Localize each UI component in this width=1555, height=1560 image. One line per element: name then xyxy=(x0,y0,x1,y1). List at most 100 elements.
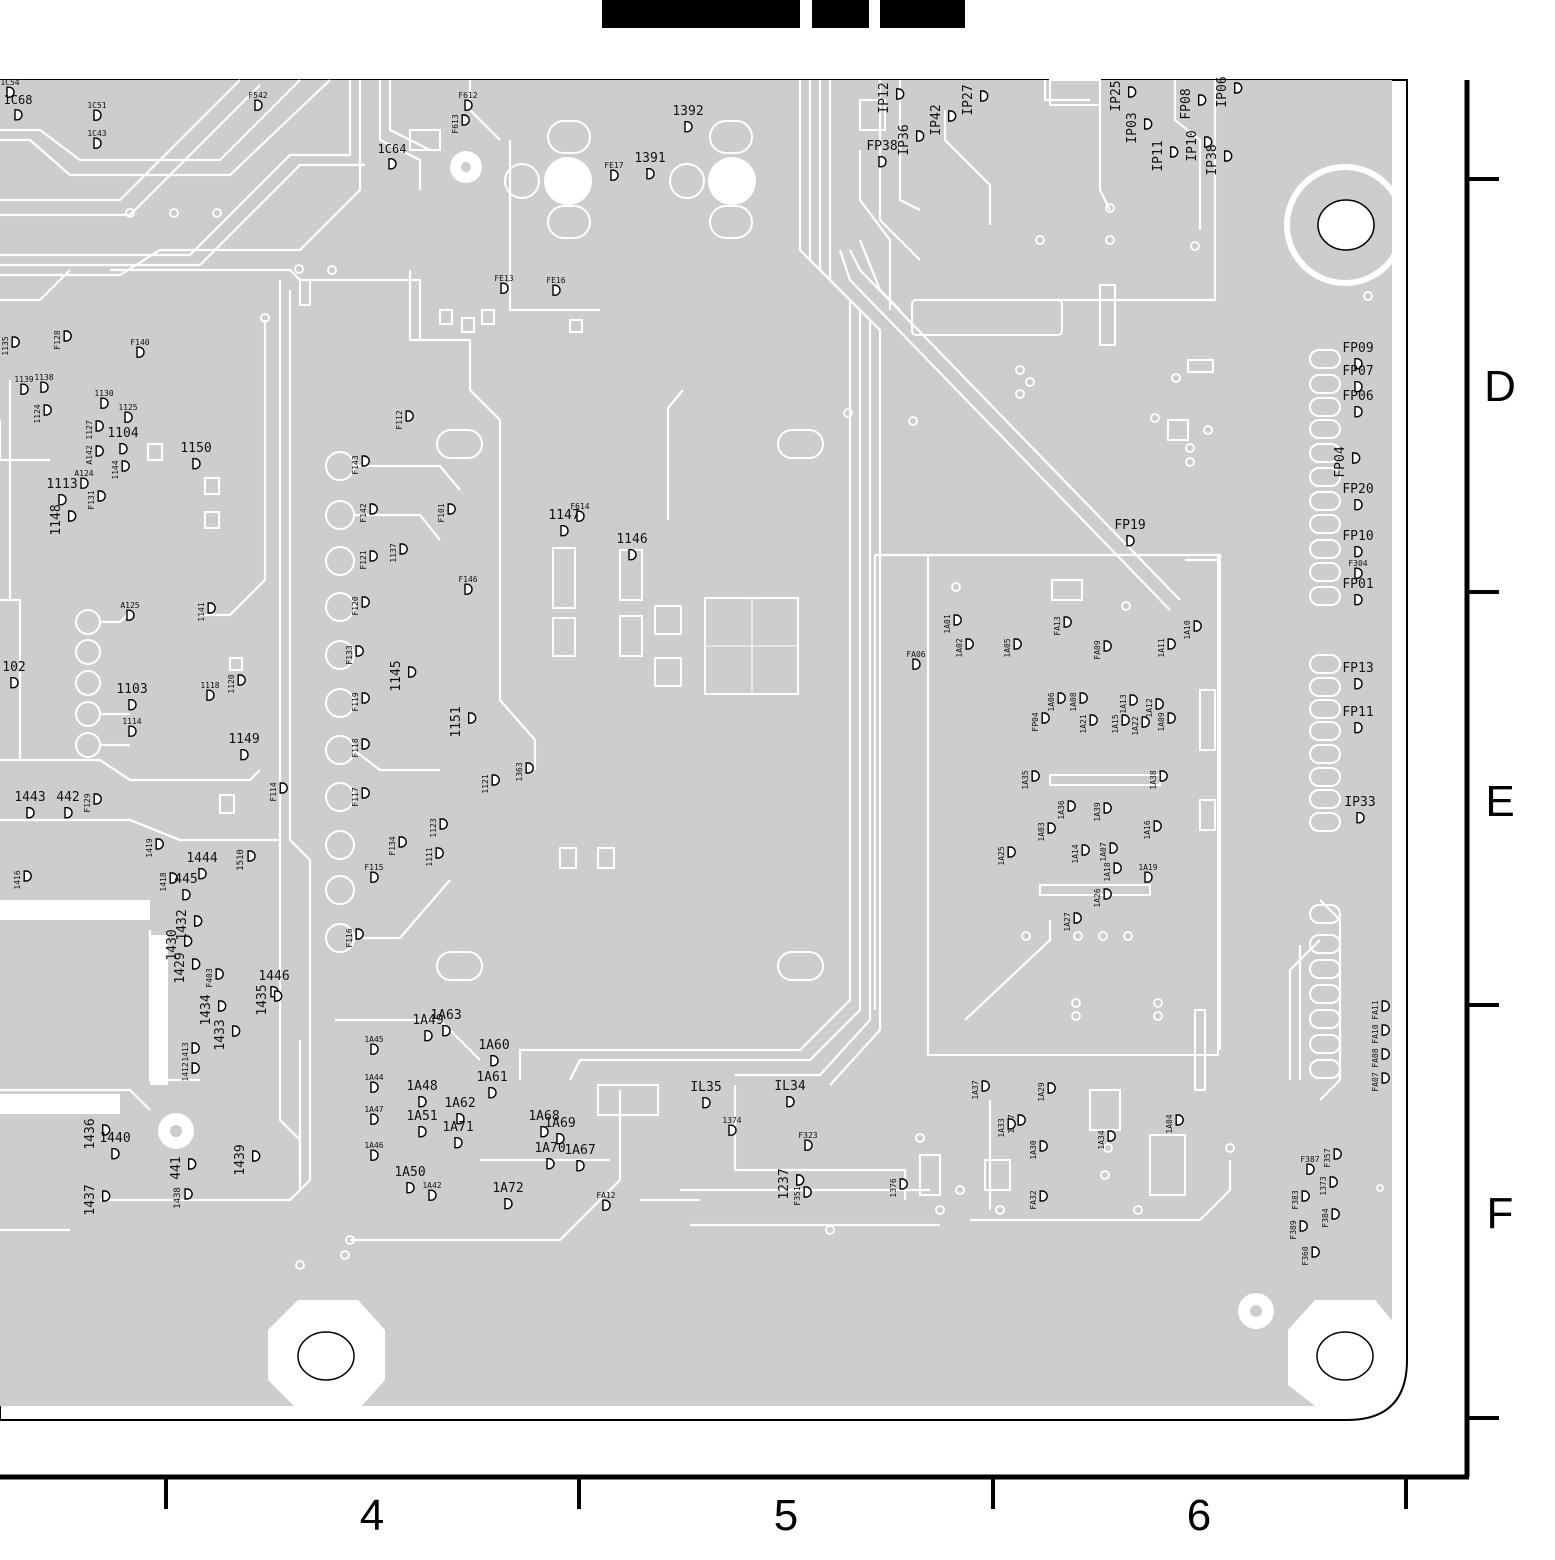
component-1a35: 1A35 xyxy=(1021,770,1040,790)
component-label: 1A33 xyxy=(997,1118,1006,1137)
component-ip11: IP11 xyxy=(1151,140,1179,172)
component-label: 1438 xyxy=(173,1187,183,1209)
component-label: 102 xyxy=(2,660,25,675)
component-marker xyxy=(1007,846,1016,858)
component-label: 1A02 xyxy=(955,638,964,657)
component-marker xyxy=(1103,888,1112,900)
component-label: 1A34 xyxy=(1097,1130,1106,1149)
component-label: IP11 xyxy=(1151,140,1166,171)
component-f118: F118 xyxy=(351,738,370,758)
component-label: 1C54 xyxy=(0,78,19,87)
component-label: 1150 xyxy=(180,441,211,456)
component-label: IP25 xyxy=(1109,80,1124,111)
component-ip12: IP12 xyxy=(877,82,905,114)
component-label: 1125 xyxy=(118,403,137,412)
component-marker xyxy=(124,411,133,423)
component-label: 1111 xyxy=(425,847,434,866)
component-label: 1148 xyxy=(49,504,64,535)
component-label: 1141 xyxy=(197,602,206,621)
component-label: F614 xyxy=(570,502,589,511)
component-label: IL35 xyxy=(690,1080,721,1095)
component-label: 1A50 xyxy=(394,1165,425,1180)
component-marker xyxy=(192,458,201,470)
component-label: FA32 xyxy=(1029,1190,1038,1209)
component-marker xyxy=(1039,1190,1048,1202)
component-label: IP10 xyxy=(1185,130,1200,161)
component-label: F613 xyxy=(451,114,460,133)
component-label: F118 xyxy=(351,738,360,757)
component-1a09: 1A09 xyxy=(1157,712,1176,732)
component-label: FE17 xyxy=(604,161,623,170)
component-a125: A125 xyxy=(120,601,140,621)
component-1a61: 1A61 xyxy=(476,1070,508,1099)
component-label: 1440 xyxy=(99,1131,130,1146)
component-marker xyxy=(274,990,283,1002)
component-label: F383 xyxy=(1291,1190,1300,1209)
component-label: 1446 xyxy=(258,969,289,984)
component-1418: 1418 xyxy=(159,872,178,892)
component-marker xyxy=(1301,1190,1310,1202)
component-label: 1151 xyxy=(449,706,464,737)
component-label: A125 xyxy=(120,601,139,610)
grid-row-label: F xyxy=(1487,1189,1514,1238)
component-1a46: 1A46 xyxy=(364,1141,384,1161)
component-1123: 1123 xyxy=(429,818,448,838)
component-1a68: 1A68 xyxy=(528,1109,560,1138)
component-marker xyxy=(40,381,49,393)
component-f134: F134 xyxy=(388,836,407,856)
component-label: 445 xyxy=(174,872,197,887)
pad-round-2 xyxy=(708,157,756,205)
component-label: 1103 xyxy=(116,682,147,697)
component-1141: 1141 xyxy=(197,602,216,622)
component-1416: 1416 xyxy=(13,870,32,890)
component-marker xyxy=(424,1030,433,1042)
grid-column-label: 5 xyxy=(774,1491,798,1540)
component-label: 1A19 xyxy=(1138,863,1157,872)
component-label: FP04 xyxy=(1031,712,1040,731)
component-label: 1A14 xyxy=(1071,844,1080,863)
component-label: FP07 xyxy=(1342,364,1373,379)
component-label: 1A61 xyxy=(476,1070,507,1085)
component-marker xyxy=(355,645,364,657)
component-marker xyxy=(610,169,619,181)
component-label: 1A44 xyxy=(364,1073,383,1082)
component-1120: 1120 xyxy=(227,674,246,694)
component-label: 1A13 xyxy=(1119,694,1128,713)
component-label: 1A48 xyxy=(406,1079,437,1094)
component-label: 1A06 xyxy=(1047,692,1056,711)
component-marker xyxy=(728,1124,737,1136)
component-ip25: IP25 xyxy=(1109,80,1137,112)
component-1a07: 1A07 xyxy=(1099,842,1118,862)
component-marker xyxy=(97,490,106,502)
component-il34: IL34 xyxy=(774,1079,806,1108)
component-1436: 1436 xyxy=(83,1118,111,1150)
component-label: 1145 xyxy=(389,660,404,691)
component-marker xyxy=(128,725,137,737)
component-marker xyxy=(1311,1246,1320,1258)
component-marker xyxy=(192,958,201,970)
component-1c54: 1C54 xyxy=(0,78,20,98)
component-1a08: 1A08 xyxy=(1069,692,1088,712)
component-1438: 1438 xyxy=(173,1187,193,1209)
component-label: F121 xyxy=(359,550,368,569)
component-marker xyxy=(247,850,256,862)
component-1125: 1125 xyxy=(118,403,138,423)
component-label: 1A07 xyxy=(1099,842,1108,861)
component-marker xyxy=(102,1190,111,1202)
component-marker xyxy=(490,1055,499,1067)
component-1a19: 1A19 xyxy=(1138,863,1158,883)
component-1a50: 1A50 xyxy=(394,1165,426,1194)
component-marker xyxy=(370,1113,379,1125)
component-1374: 1374 xyxy=(722,1116,742,1136)
component-marker xyxy=(702,1097,711,1109)
component-marker xyxy=(63,330,72,342)
component-label: IP27 xyxy=(961,84,976,115)
component-marker xyxy=(232,1025,241,1037)
component-fp20: FP20 xyxy=(1342,482,1374,511)
component-label: F542 xyxy=(248,91,267,100)
component-label: FE13 xyxy=(494,274,513,283)
component-1a15: 1A15 xyxy=(1111,714,1130,734)
component-f128: F128 xyxy=(53,330,72,350)
component-f129: F129 xyxy=(83,793,102,813)
